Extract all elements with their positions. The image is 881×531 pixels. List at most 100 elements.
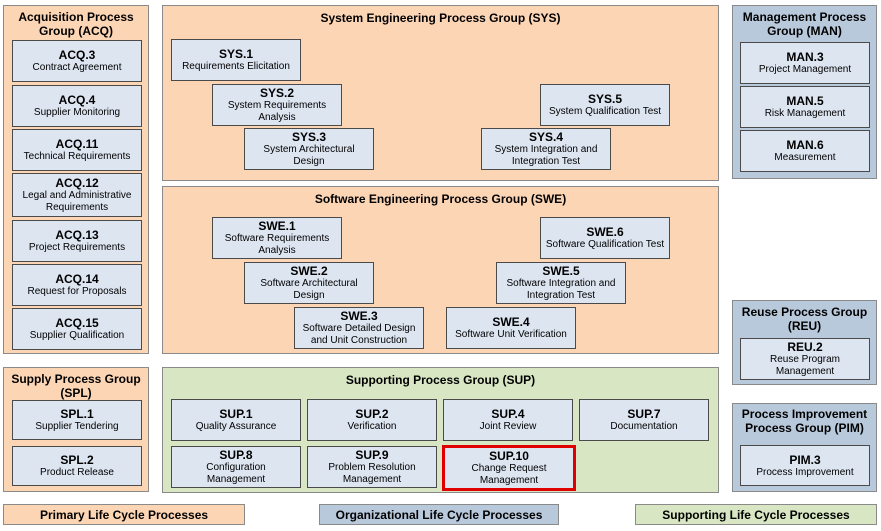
process-id: MAN.6 <box>786 138 824 152</box>
process-swe-2[interactable]: SWE.2 Software Architectural Design <box>244 262 374 304</box>
process-pim-3[interactable]: PIM.3 Process Improvement <box>740 445 870 486</box>
process-id: ACQ.3 <box>58 48 96 62</box>
process-sys-4[interactable]: SYS.4 System Integration and Integration… <box>481 128 611 170</box>
process-name: and Unit Construction <box>310 335 408 346</box>
process-name: System Architectural <box>263 144 355 155</box>
process-name: Documentation <box>610 421 678 432</box>
process-name: System Qualification Test <box>548 106 662 117</box>
process-sup-8[interactable]: SUP.8 Configuration Management <box>171 446 301 488</box>
process-man-6[interactable]: MAN.6 Measurement <box>740 130 870 172</box>
group-title-line: Acquisition Process <box>18 10 134 24</box>
process-name: Design <box>293 290 325 301</box>
process-acq-14[interactable]: ACQ.14 Request for Proposals <box>12 264 142 306</box>
process-name: Management <box>479 475 539 486</box>
process-id: PIM.3 <box>789 452 821 467</box>
process-id: ACQ.12 <box>55 176 99 190</box>
process-id: SUP.2 <box>355 407 389 421</box>
process-sys-2[interactable]: SYS.2 System Requirements Analysis <box>212 84 342 126</box>
process-name: Analysis <box>258 245 296 256</box>
supply-process-group: Supply Process Group (SPL) SPL.1 Supplie… <box>3 367 149 492</box>
process-acq-11[interactable]: ACQ.11 Technical Requirements <box>12 129 142 171</box>
process-name: Management <box>342 474 402 485</box>
process-sup-2[interactable]: SUP.2 Verification <box>307 399 437 441</box>
process-swe-4[interactable]: SWE.4 Software Unit Verification <box>446 307 576 349</box>
process-id: MAN.5 <box>786 94 824 108</box>
group-title: Supporting Process Group (SUP) <box>345 373 536 387</box>
process-man-5[interactable]: MAN.5 Risk Management <box>740 86 870 128</box>
process-name: System Integration and <box>494 144 598 155</box>
process-name: Management <box>206 474 266 485</box>
process-sup-7[interactable]: SUP.7 Documentation <box>579 399 709 441</box>
process-name: Configuration <box>206 462 266 473</box>
process-name: Legal and Administrative <box>22 190 132 201</box>
process-sys-5[interactable]: SYS.5 System Qualification Test <box>540 84 670 126</box>
supporting-process-group: Supporting Process Group (SUP) SUP.1 Qua… <box>162 367 719 493</box>
process-acq-4[interactable]: ACQ.4 Supplier Monitoring <box>12 85 142 127</box>
group-title-line: Supply Process Group <box>11 372 141 386</box>
process-acq-13[interactable]: ACQ.13 Project Requirements <box>12 220 142 262</box>
process-id: SYS.3 <box>291 130 327 144</box>
process-sup-10-highlighted[interactable]: SUP.10 Change Request Management <box>442 445 576 491</box>
process-id: SUP.9 <box>355 448 389 462</box>
process-sys-1[interactable]: SYS.1 Requirements Elicitation <box>171 39 301 81</box>
process-name: Software Unit Verification <box>455 329 567 340</box>
process-name: Supplier Qualification <box>29 330 125 341</box>
group-title-line: Reuse Process Group <box>741 305 868 319</box>
legend-primary: Primary Life Cycle Processes <box>3 504 245 525</box>
process-acq-3[interactable]: ACQ.3 Contract Agreement <box>12 40 142 82</box>
process-id: ACQ.13 <box>55 228 99 242</box>
process-id: SYS.4 <box>528 130 564 144</box>
group-title-line: Process Group (PIM) <box>745 421 864 435</box>
process-name: Request for Proposals <box>27 286 127 297</box>
process-swe-3[interactable]: SWE.3 Software Detailed Design and Unit … <box>294 307 424 349</box>
process-id: SWE.4 <box>492 315 530 329</box>
process-name: Requirements Elicitation <box>182 61 290 72</box>
process-swe-1[interactable]: SWE.1 Software Requirements Analysis <box>212 217 342 259</box>
process-acq-15[interactable]: ACQ.15 Supplier Qualification <box>12 308 142 350</box>
process-name: Project Management <box>758 64 852 75</box>
process-name: Change Request <box>471 463 547 474</box>
process-name: Product Release <box>40 467 114 478</box>
process-id: SWE.1 <box>258 219 296 233</box>
process-name: Analysis <box>258 112 296 123</box>
process-id: ACQ.11 <box>55 137 99 151</box>
process-name: System Requirements <box>227 100 327 111</box>
process-sup-1[interactable]: SUP.1 Quality Assurance <box>171 399 301 441</box>
process-sys-3[interactable]: SYS.3 System Architectural Design <box>244 128 374 170</box>
process-name: Software Detailed Design <box>302 323 416 334</box>
process-spl-2[interactable]: SPL.2 Product Release <box>12 446 142 486</box>
process-id: SWE.6 <box>586 225 624 239</box>
process-reu-2[interactable]: REU.2 Reuse Program Management <box>740 338 870 380</box>
process-id: SWE.2 <box>290 264 328 278</box>
process-man-3[interactable]: MAN.3 Project Management <box>740 42 870 84</box>
reuse-process-group: Reuse Process Group (REU) REU.2 Reuse Pr… <box>732 300 877 385</box>
process-name: Requirements <box>45 202 109 213</box>
process-swe-5[interactable]: SWE.5 Software Integration and Integrati… <box>496 262 626 304</box>
process-name: Software Requirements <box>224 233 330 244</box>
legend-supporting: Supporting Life Cycle Processes <box>635 504 877 525</box>
group-title-line: Process Improvement <box>741 407 868 421</box>
process-name: Technical Requirements <box>23 151 131 162</box>
process-swe-6[interactable]: SWE.6 Software Qualification Test <box>540 217 670 259</box>
process-name: Problem Resolution <box>328 462 416 473</box>
process-name: Joint Review <box>479 421 537 432</box>
group-title-line: Group (MAN) <box>767 24 842 38</box>
process-id: SUP.7 <box>627 407 661 421</box>
process-id: SUP.8 <box>219 448 253 462</box>
process-name: Quality Assurance <box>195 421 277 432</box>
process-name: Software Qualification Test <box>545 239 665 250</box>
process-name: Supplier Monitoring <box>33 107 121 118</box>
group-title-line: Management Process <box>742 10 867 24</box>
process-sup-9[interactable]: SUP.9 Problem Resolution Management <box>307 446 437 488</box>
process-name: Risk Management <box>764 108 846 119</box>
process-name: Reuse Program <box>769 354 841 365</box>
process-name: Management <box>775 366 835 377</box>
process-name: Project Requirements <box>28 242 126 253</box>
process-name: Software Integration and <box>506 278 616 289</box>
process-acq-12[interactable]: ACQ.12 Legal and Administrative Requirem… <box>12 173 142 217</box>
process-sup-4[interactable]: SUP.4 Joint Review <box>443 399 573 441</box>
process-spl-1[interactable]: SPL.1 Supplier Tendering <box>12 400 142 440</box>
process-id: SYS.2 <box>259 86 295 100</box>
process-name: Integration Test <box>526 290 596 301</box>
process-id: SUP.10 <box>489 449 529 463</box>
